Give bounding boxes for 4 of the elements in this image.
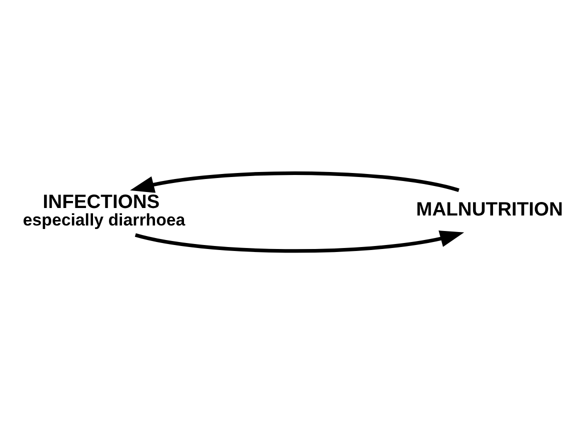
node-text: MALNUTRITION — [416, 198, 564, 220]
node-text: INFECTIONS especially diarrhoea — [22, 192, 186, 230]
arrow — [130, 170, 460, 192]
arrow — [134, 230, 464, 252]
